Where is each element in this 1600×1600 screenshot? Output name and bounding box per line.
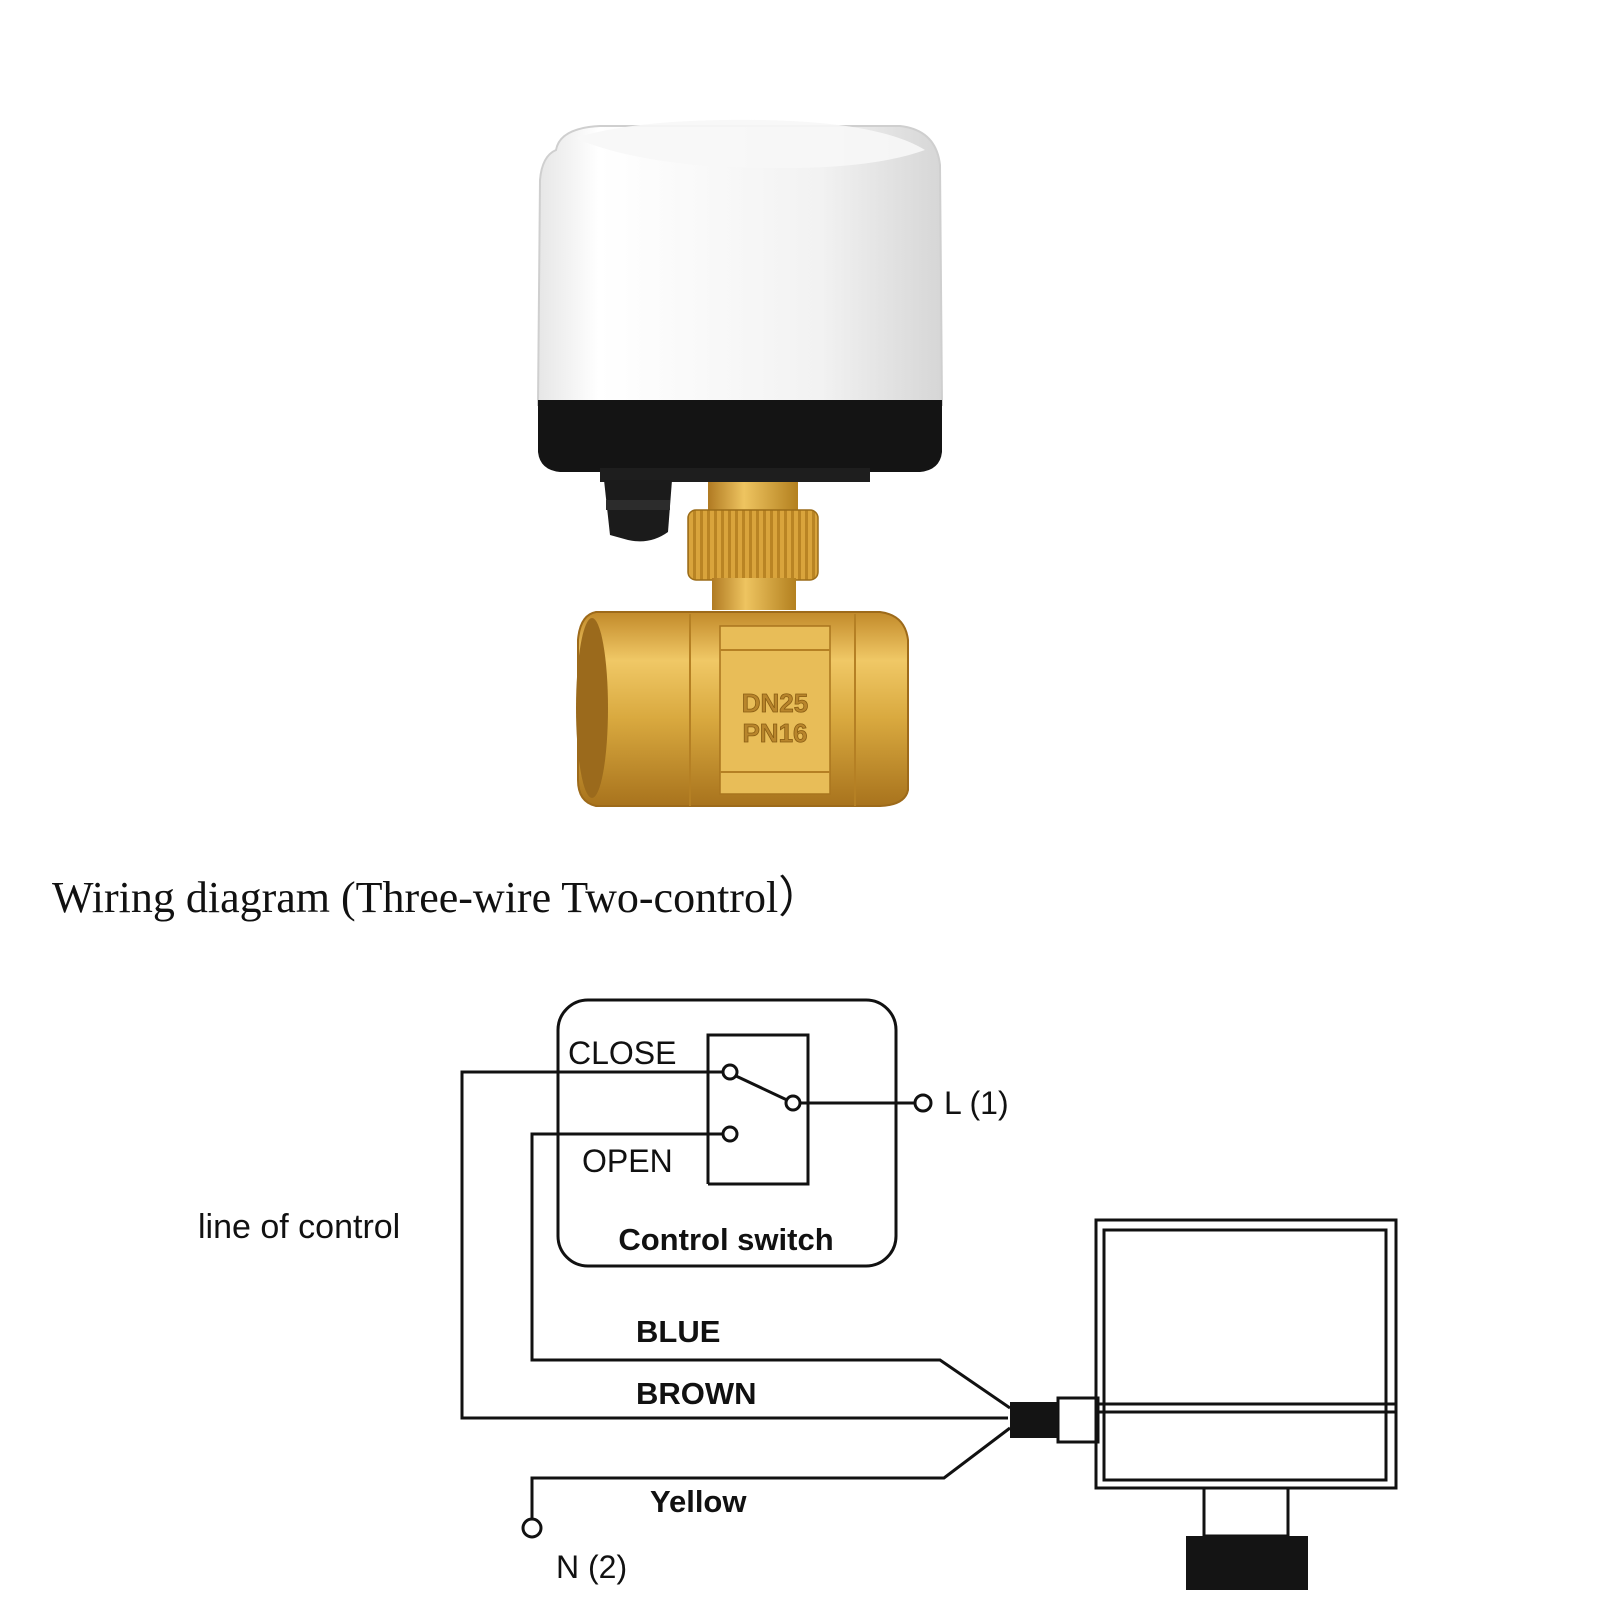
blue-wire-label: BLUE — [636, 1314, 720, 1349]
open-label: OPEN — [582, 1143, 673, 1179]
wire-brown-path — [460, 1070, 1008, 1420]
actuator-outline-inner — [1102, 1228, 1388, 1482]
actuator-base — [538, 400, 942, 472]
valve-photo: DN25 PN16 — [536, 119, 944, 807]
switch-contact-box — [706, 1033, 810, 1186]
valve-stem — [708, 482, 798, 514]
switch-blade — [735, 1074, 788, 1102]
knurled-nut — [687, 509, 819, 581]
neutral-terminal-dot — [521, 1517, 543, 1539]
cable-gland-ring — [606, 500, 670, 510]
wire-blue-path — [530, 1132, 1011, 1410]
valve-neck — [712, 578, 796, 610]
common-contact — [784, 1094, 802, 1112]
actuator-top-highlight — [575, 119, 925, 169]
close-contact — [721, 1063, 739, 1081]
cable-gland — [604, 480, 672, 542]
valve-marking-pressure: PN16 — [742, 718, 807, 748]
valve-marking-size: DN25 — [742, 688, 808, 718]
actuator-stem — [1202, 1486, 1290, 1538]
live-terminal-label: L (1) — [944, 1085, 1009, 1121]
actuator-foot — [1186, 1536, 1308, 1590]
brown-wire-label: BROWN — [636, 1376, 757, 1411]
diagram-title: Wiring diagram (Three-wire Two-control） — [52, 873, 822, 922]
cable-plug — [1010, 1402, 1058, 1438]
actuator-outline-outer — [1094, 1218, 1398, 1490]
live-terminal-dot — [913, 1093, 933, 1113]
valve-center-band — [719, 625, 831, 795]
yellow-wire-label: Yellow — [650, 1484, 747, 1519]
actuator-base-foot — [600, 468, 870, 482]
open-contact — [721, 1125, 739, 1143]
close-label: CLOSE — [568, 1035, 676, 1071]
wiring-diagram: CLOSE OPEN Control switch L (1) line of … — [198, 998, 1398, 1590]
wire-yellow-path — [530, 1426, 1011, 1524]
control-switch-label: Control switch — [618, 1222, 833, 1257]
neutral-terminal-label: N (2) — [556, 1549, 627, 1585]
left-port — [576, 618, 608, 798]
actuator-connector — [1056, 1396, 1100, 1444]
actuator-cap — [536, 125, 944, 406]
line-of-control-label: line of control — [198, 1208, 400, 1246]
